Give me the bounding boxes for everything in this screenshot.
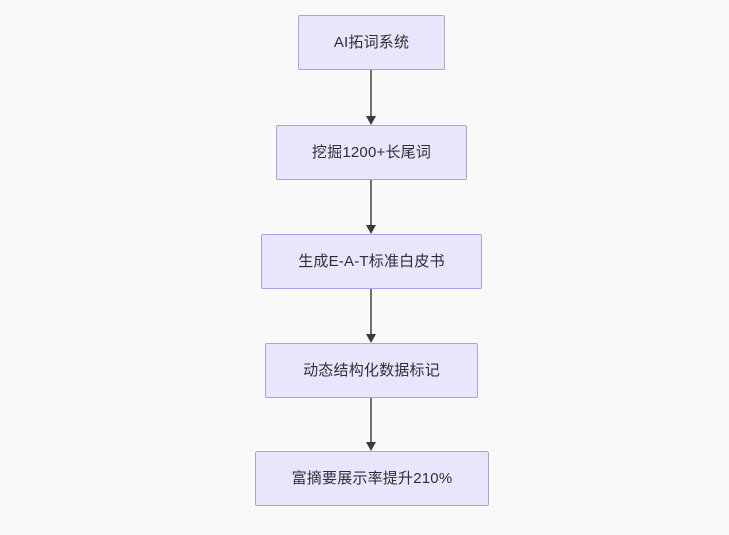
arrowhead-icon	[366, 442, 376, 451]
flow-node-label: 富摘要展示率提升210%	[291, 469, 453, 487]
arrowhead-icon	[366, 116, 376, 125]
arrowhead-icon	[366, 334, 376, 343]
connector-node4-node5	[360, 398, 382, 451]
connector-line	[370, 289, 372, 335]
flow-node-ai-keyword-system[interactable]: AI拓词系统	[298, 15, 445, 70]
flow-node-label: AI拓词系统	[333, 33, 410, 51]
flow-node-mine-longtail-keywords[interactable]: 挖掘1200+长尾词	[276, 125, 467, 180]
connector-node2-node3	[360, 180, 382, 234]
flow-node-label: 动态结构化数据标记	[303, 361, 440, 379]
connector-line	[370, 70, 372, 117]
connector-line	[370, 180, 372, 226]
flow-node-dynamic-structured-data-markup[interactable]: 动态结构化数据标记	[265, 343, 478, 398]
flow-node-label: 挖掘1200+长尾词	[311, 143, 432, 161]
flow-node-label: 生成E-A-T标准白皮书	[298, 252, 445, 270]
arrowhead-icon	[366, 225, 376, 234]
connector-line	[370, 398, 372, 443]
connector-node1-node2	[360, 70, 382, 125]
flow-node-generate-eat-whitepaper[interactable]: 生成E-A-T标准白皮书	[261, 234, 482, 289]
connector-node3-node4	[360, 289, 382, 343]
flow-node-rich-snippet-rate-increase[interactable]: 富摘要展示率提升210%	[255, 451, 489, 506]
